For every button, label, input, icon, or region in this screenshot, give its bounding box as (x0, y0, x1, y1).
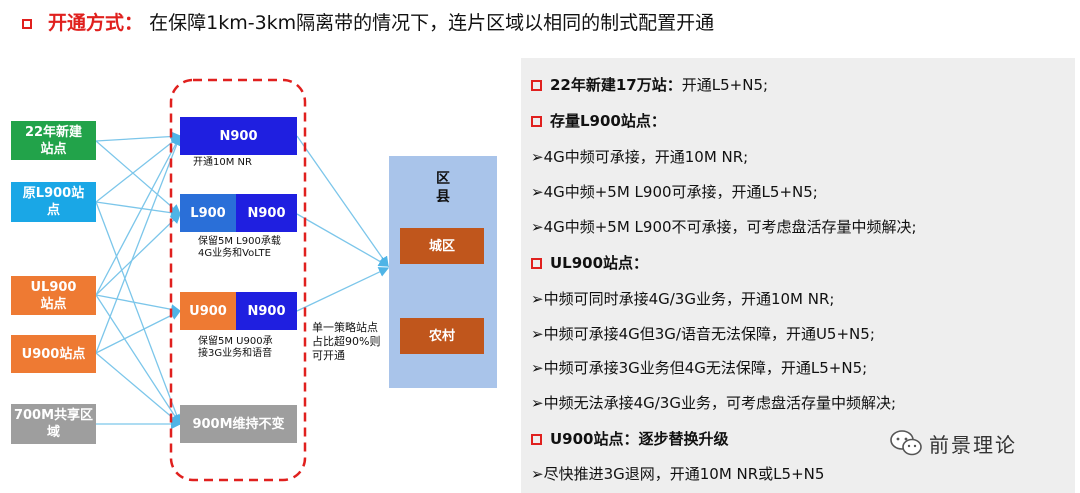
panel-line-new-sites: 22年新建17万站：开通L5+N5; (531, 75, 768, 95)
bullet-square-icon (531, 434, 542, 445)
source-700m-shared: 700M共享区 域 (11, 404, 96, 444)
config-n900: N900 (180, 117, 297, 155)
source-u900-sites: U900站点 (11, 335, 96, 373)
strategy-note: 单一策略站点 占比超90%则 可开通 (312, 321, 381, 362)
county-rural: 农村 (400, 318, 484, 354)
county-title: 区 县 (436, 171, 450, 205)
bullet-square-icon (22, 18, 32, 29)
title-label: 开通方式： (48, 12, 144, 34)
source-ul900-sites: UL900 站点 (11, 276, 96, 315)
config-u900-part: U900 (180, 292, 236, 330)
config-u900-note: 保留5M U900承 接3G业务和语音 (198, 336, 273, 359)
county-box: 区 县 城区 农村 (389, 156, 497, 388)
bullet-square-icon (531, 258, 542, 269)
panel-line: ➢中频可承接4G但3G/语音无法保障，开通U5+N5; (531, 325, 875, 343)
page-title: 开通方式： 在保障1km-3km隔离带的情况下，连片区域以相同的制式配置开通 (22, 10, 714, 36)
title-text: 在保障1km-3km隔离带的情况下，连片区域以相同的制式配置开通 (149, 12, 715, 34)
bullet-square-icon (531, 116, 542, 127)
config-l900-note: 保留5M L900承载 4G业务和VoLTE (198, 236, 281, 259)
config-n900-part: N900 (236, 194, 297, 232)
config-n900-part-2: N900 (236, 292, 297, 330)
panel-line-l900-heading: 存量L900站点： (531, 111, 666, 131)
panel-line: ➢尽快推进3G退网，开通10M NR或L5+N5 (531, 465, 825, 483)
panel-line: ➢中频无法承接4G/3G业务，可考虑盘活存量中频解决; (531, 394, 897, 412)
bullet-square-icon (531, 80, 542, 91)
county-urban: 城区 (400, 228, 484, 264)
panel-line: ➢4G中频+5M L900可承接，开通L5+N5; (531, 183, 818, 201)
watermark: 前景理论 (889, 428, 1017, 458)
config-900m-unchanged: 900M维持不变 (180, 405, 297, 443)
config-l900-part: L900 (180, 194, 236, 232)
panel-line: ➢中频可承接3G业务但4G无法保障，开通L5+N5; (531, 359, 868, 377)
config-n900-note: 开通10M NR (193, 157, 252, 168)
source-new-sites: 22年新建 站点 (11, 121, 96, 160)
wechat-icon (890, 430, 922, 456)
info-panel: 22年新建17万站：开通L5+N5; 存量L900站点： ➢4G中频可承接，开通… (521, 58, 1075, 493)
panel-line-u900-heading: U900站点：逐步替换升级 (531, 429, 729, 449)
panel-line: ➢4G中频可承接，开通10M NR; (531, 148, 749, 166)
panel-line: ➢4G中频+5M L900不可承接，可考虑盘活存量中频解决; (531, 218, 917, 236)
watermark-text: 前景理论 (929, 432, 1017, 457)
panel-line: ➢中频可同时承接4G/3G业务，开通10M NR; (531, 290, 835, 308)
panel-line-ul900-heading: UL900站点： (531, 253, 648, 273)
source-l900-sites: 原L900站 点 (11, 182, 96, 222)
